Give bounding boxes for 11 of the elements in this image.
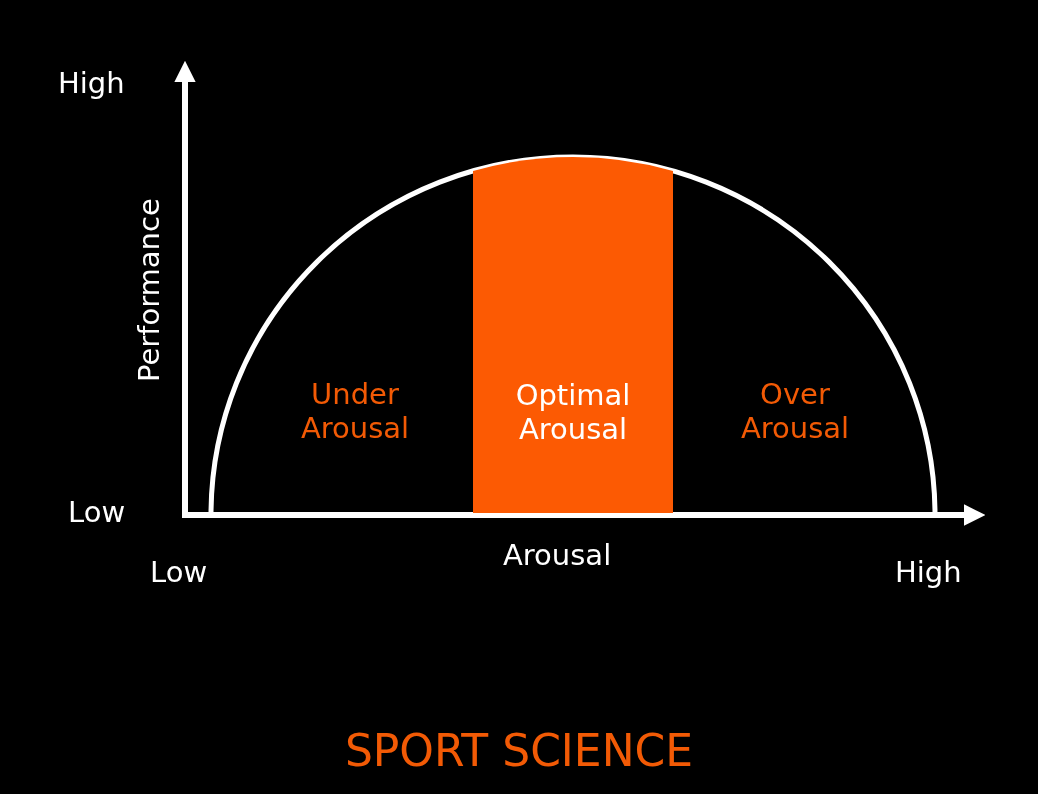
zone-label: Optimal Arousal bbox=[514, 378, 632, 446]
axis-end-label: Low bbox=[68, 495, 126, 529]
axis-title: Performance bbox=[132, 198, 166, 382]
caption: SPORT SCIENCE bbox=[343, 725, 695, 777]
axis-end-label: High bbox=[895, 555, 962, 589]
axis-end-label: Low bbox=[150, 555, 208, 589]
axis-end-label: High bbox=[58, 66, 125, 100]
axis-title: Arousal bbox=[503, 538, 612, 572]
zone-label: Over Arousal bbox=[739, 377, 851, 445]
zone-label: Under Arousal bbox=[299, 377, 411, 445]
optimal-zone-band bbox=[473, 157, 673, 513]
